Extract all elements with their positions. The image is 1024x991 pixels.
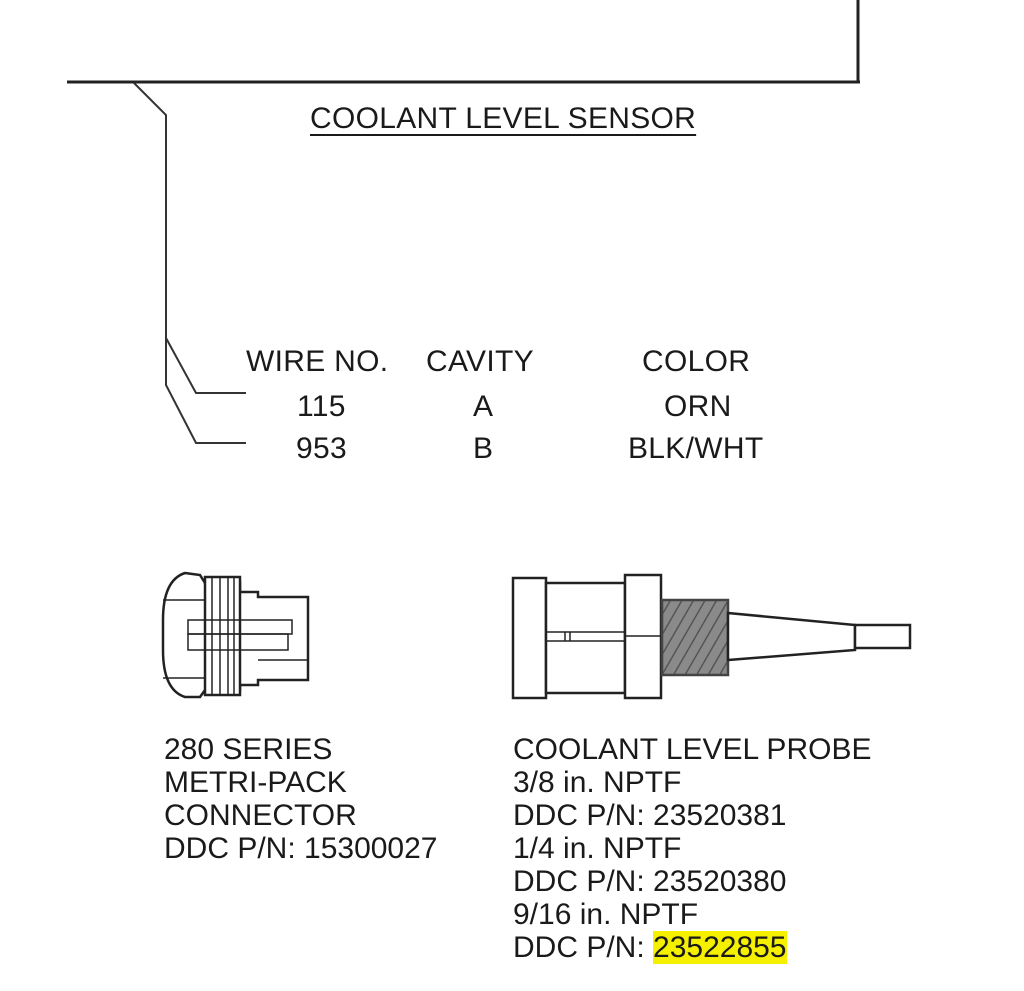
header-cavity: CAVITY (426, 345, 534, 378)
wire-no-cell: 115 (297, 390, 346, 423)
connector-caption: 280 SERIES METRI-PACK CONNECTOR DDC P/N:… (164, 733, 438, 865)
caption-line: 3/8 in. NPTF (513, 766, 682, 799)
caption-line: 1/4 in. NPTF (513, 832, 682, 865)
caption-line: DDC P/N: 15300027 (164, 832, 438, 865)
caption-line: DDC P/N: 23520381 (513, 799, 787, 832)
part-number-label: DDC P/N: (513, 931, 654, 964)
caption-line: 9/16 in. NPTF (513, 898, 699, 931)
color-cell: BLK/WHT (628, 432, 764, 465)
coolant-probe-drawing (511, 573, 912, 700)
wire-harness (133, 82, 246, 444)
diagram-title: COOLANT LEVEL SENSOR (310, 102, 697, 135)
caption-line: METRI-PACK (164, 766, 347, 799)
header-wire-no: WIRE NO. (246, 345, 389, 378)
color-cell: ORN (664, 390, 732, 423)
header-color: COLOR (642, 345, 751, 378)
caption-line: 280 SERIES (164, 733, 333, 766)
metri-pack-connector-drawing (161, 571, 310, 699)
caption-line: DDC P/N: 23522855 (513, 931, 871, 964)
highlighted-part-number: 23522855 (653, 931, 787, 964)
sensor-box-outline (67, 0, 860, 84)
cavity-cell: B (473, 432, 494, 465)
caption-line: COOLANT LEVEL PROBE (513, 733, 872, 766)
cavity-cell: A (473, 390, 494, 423)
caption-line: CONNECTOR (164, 799, 357, 832)
probe-caption: COOLANT LEVEL PROBE 3/8 in. NPTF DDC P/N… (513, 733, 871, 964)
wire-no-cell: 953 (296, 432, 347, 465)
caption-line: DDC P/N: 23520380 (513, 865, 787, 898)
